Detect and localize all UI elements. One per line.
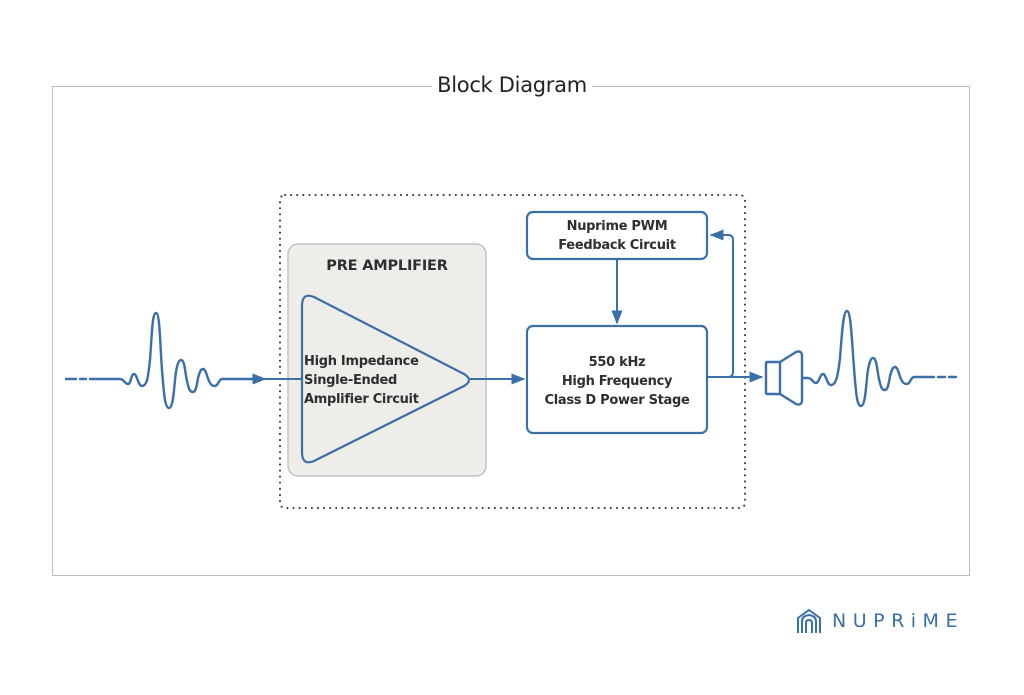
- power-stage-label: 550 kHz High Frequency Class D Power Sta…: [527, 353, 707, 410]
- feedback-label-line: Nuprime PWM: [566, 219, 668, 234]
- brand-name: NUPRiME: [832, 610, 964, 632]
- amplifier-label-line: Amplifier Circuit: [304, 392, 419, 407]
- brand-logo: NUPRiME: [796, 606, 964, 636]
- power-stage-label-line: Class D Power Stage: [544, 393, 690, 408]
- amplifier-label-line: High Impedance: [304, 354, 419, 369]
- amplifier-enclosure: [279, 194, 746, 509]
- diagram-title: Block Diagram: [432, 70, 592, 100]
- output-waveform-icon: [800, 309, 958, 408]
- feedback-loop-line: [707, 229, 734, 378]
- preamp-block: [287, 243, 487, 477]
- preamp-title: PRE AMPLIFIER: [326, 258, 448, 274]
- house-arch-logo-icon: [797, 609, 821, 633]
- power-stage-label-line: 550 kHz: [588, 355, 646, 370]
- triangle-amplifier-icon: [300, 294, 471, 464]
- speaker-icon: [764, 350, 804, 406]
- feedback-label: Nuprime PWM Feedback Circuit: [527, 217, 707, 255]
- input-waveform-icon: [64, 311, 264, 410]
- amplifier-label: High Impedance Single-Ended Amplifier Ci…: [304, 352, 424, 409]
- feedback-label-line: Feedback Circuit: [558, 238, 676, 253]
- power-stage-label-line: High Frequency: [561, 374, 673, 389]
- amplifier-label-line: Single-Ended: [304, 373, 398, 388]
- power-stage-block: [525, 324, 709, 435]
